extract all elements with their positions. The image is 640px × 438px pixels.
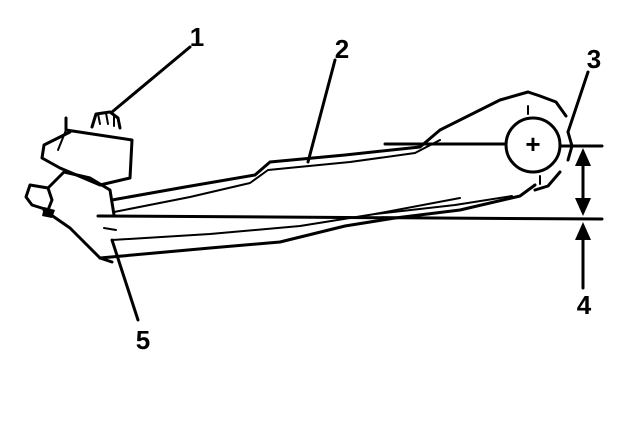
bolt-bracket: [40, 110, 134, 187]
pivot-plus-symbol: +: [525, 129, 540, 159]
leader-1: [110, 45, 192, 114]
callout-3: 3: [587, 44, 601, 74]
dimension-arrows: [575, 148, 591, 290]
callout-4: 4: [577, 290, 592, 320]
callout-2: 2: [335, 34, 349, 64]
leader-lines: [110, 45, 590, 322]
leader-2: [306, 58, 337, 164]
leader-5: [110, 238, 140, 322]
reference-lines: [96, 142, 604, 221]
callout-1: 1: [190, 22, 204, 52]
control-arm: [24, 90, 574, 264]
leader-3: [566, 70, 590, 134]
callout-5: 5: [136, 325, 150, 355]
